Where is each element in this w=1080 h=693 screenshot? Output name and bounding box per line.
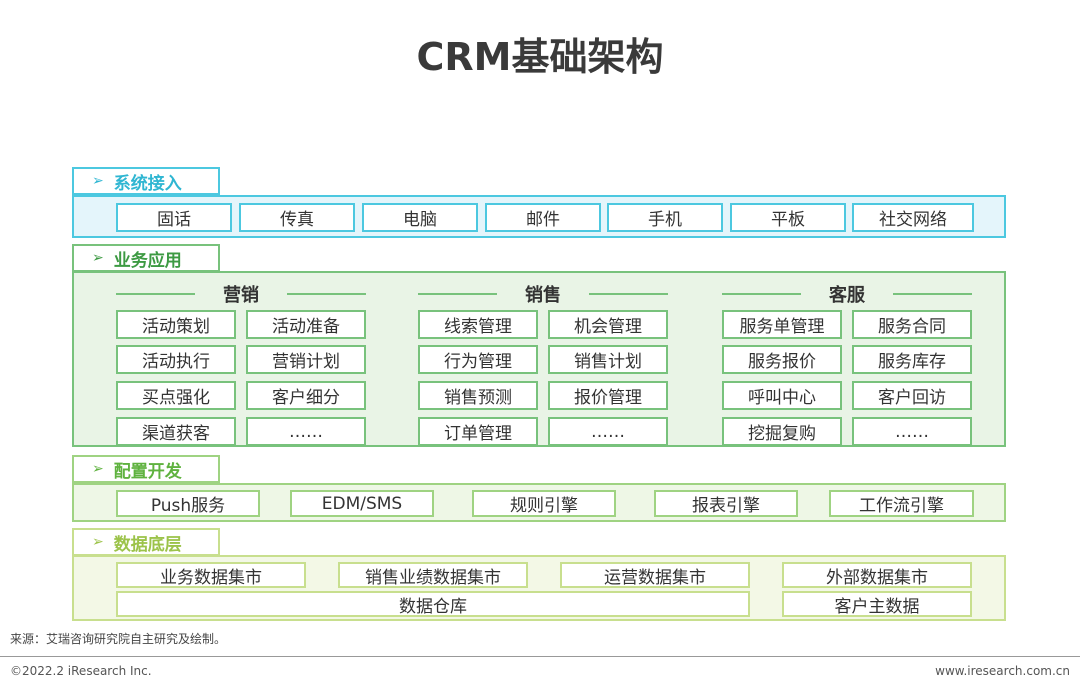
access-item: 传真 (239, 203, 355, 232)
access-item: 社交网络 (852, 203, 974, 232)
marketing-item: 客户细分 (246, 381, 366, 410)
divider-line (418, 293, 497, 295)
group-title: 销售 (525, 285, 561, 306)
section-label-business: ➢ 业务应用 (72, 244, 220, 272)
access-item: 平板 (730, 203, 846, 232)
data-mart-item: 外部数据集市 (782, 562, 972, 588)
website-link[interactable]: www.iresearch.com.cn (935, 664, 1070, 678)
section-body-config: Push服务 EDM/SMS 规则引擎 报表引擎 工作流引擎 (72, 483, 1006, 522)
section-label-text: 数据底层 (113, 534, 182, 555)
sales-item: 线索管理 (418, 310, 538, 339)
section-label-data: ➢ 数据底层 (72, 528, 220, 556)
divider-line (722, 293, 801, 295)
service-item: …… (852, 417, 972, 446)
data-mart-item: 运营数据集市 (560, 562, 750, 588)
data-mart-item: 业务数据集市 (116, 562, 306, 588)
chevron-right-icon: ➢ (92, 534, 104, 550)
section-label-access: ➢ 系统接入 (72, 167, 220, 195)
service-item: 挖掘复购 (722, 417, 842, 446)
sales-item: 销售计划 (548, 345, 668, 374)
section-body-access: 固话 传真 电脑 邮件 手机 平板 社交网络 (72, 195, 1006, 238)
group-title: 营销 (223, 285, 259, 306)
access-item: 电脑 (362, 203, 478, 232)
group-header-marketing: 营销 (116, 281, 366, 307)
page-title: CRM基础架构 (416, 35, 664, 79)
sales-item: 销售预测 (418, 381, 538, 410)
data-warehouse: 数据仓库 (116, 591, 750, 617)
chevron-right-icon: ➢ (92, 173, 104, 189)
config-item: 工作流引擎 (829, 490, 974, 517)
divider-line (893, 293, 972, 295)
group-title: 客服 (829, 285, 865, 306)
copyright: ©2022.2 iResearch Inc. (10, 664, 152, 678)
group-header-sales: 销售 (418, 281, 668, 307)
marketing-item: 买点强化 (116, 381, 236, 410)
footer-divider (0, 656, 1080, 657)
config-item: 报表引擎 (654, 490, 798, 517)
sales-item: 机会管理 (548, 310, 668, 339)
access-item: 手机 (607, 203, 723, 232)
section-body-data: 业务数据集市 销售业绩数据集市 运营数据集市 外部数据集市 数据仓库 客户主数据 (72, 555, 1006, 621)
marketing-item: 渠道获客 (116, 417, 236, 446)
sales-item: 行为管理 (418, 345, 538, 374)
service-item: 服务库存 (852, 345, 972, 374)
service-item: 客户回访 (852, 381, 972, 410)
data-mart-item: 销售业绩数据集市 (338, 562, 528, 588)
chevron-right-icon: ➢ (92, 250, 104, 266)
section-label-text: 系统接入 (113, 173, 182, 194)
marketing-item: 活动准备 (246, 310, 366, 339)
customer-master-data: 客户主数据 (782, 591, 972, 617)
marketing-item: 营销计划 (246, 345, 366, 374)
section-label-text: 业务应用 (113, 250, 182, 271)
sales-item: …… (548, 417, 668, 446)
source-note: 来源：艾瑞咨询研究院自主研究及绘制。 (10, 632, 227, 646)
marketing-item: 活动策划 (116, 310, 236, 339)
config-item: EDM/SMS (290, 490, 434, 517)
divider-line (116, 293, 195, 295)
group-header-service: 客服 (722, 281, 972, 307)
service-item: 服务报价 (722, 345, 842, 374)
sales-item: 报价管理 (548, 381, 668, 410)
access-item: 固话 (116, 203, 232, 232)
service-item: 服务合同 (852, 310, 972, 339)
section-label-text: 配置开发 (113, 461, 182, 482)
marketing-item: 活动执行 (116, 345, 236, 374)
chevron-right-icon: ➢ (92, 461, 104, 477)
section-body-business: 营销 活动策划 活动准备 活动执行 营销计划 买点强化 客户细分 渠道获客 ……… (72, 271, 1006, 447)
marketing-item: …… (246, 417, 366, 446)
section-label-config: ➢ 配置开发 (72, 455, 220, 483)
divider-line (287, 293, 366, 295)
service-item: 呼叫中心 (722, 381, 842, 410)
divider-line (589, 293, 668, 295)
config-item: Push服务 (116, 490, 260, 517)
service-item: 服务单管理 (722, 310, 842, 339)
access-item: 邮件 (485, 203, 601, 232)
config-item: 规则引擎 (472, 490, 616, 517)
sales-item: 订单管理 (418, 417, 538, 446)
